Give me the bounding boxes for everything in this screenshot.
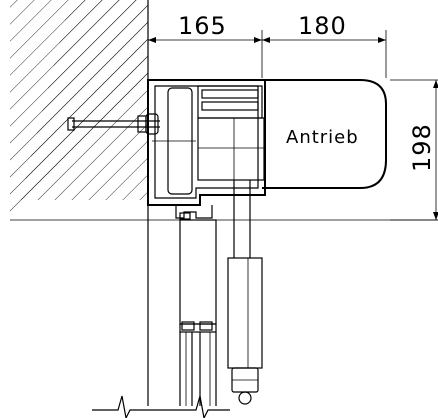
dim-width-left: 165 [178,12,227,40]
mounting-bracket [147,79,266,206]
dim-width-right: 180 [298,12,347,40]
anchor-bolt [67,113,160,135]
dim-height: 198 [408,123,436,172]
break-line [92,395,230,418]
guide-rail [175,205,213,220]
drive-motor: Antrieb [262,79,387,189]
gear-unit [152,85,265,195]
drive-label: Antrieb [286,127,359,148]
door-panel [179,219,217,406]
drive-rod [227,180,263,405]
wall-section [10,0,438,406]
dimension-lines [147,30,438,221]
